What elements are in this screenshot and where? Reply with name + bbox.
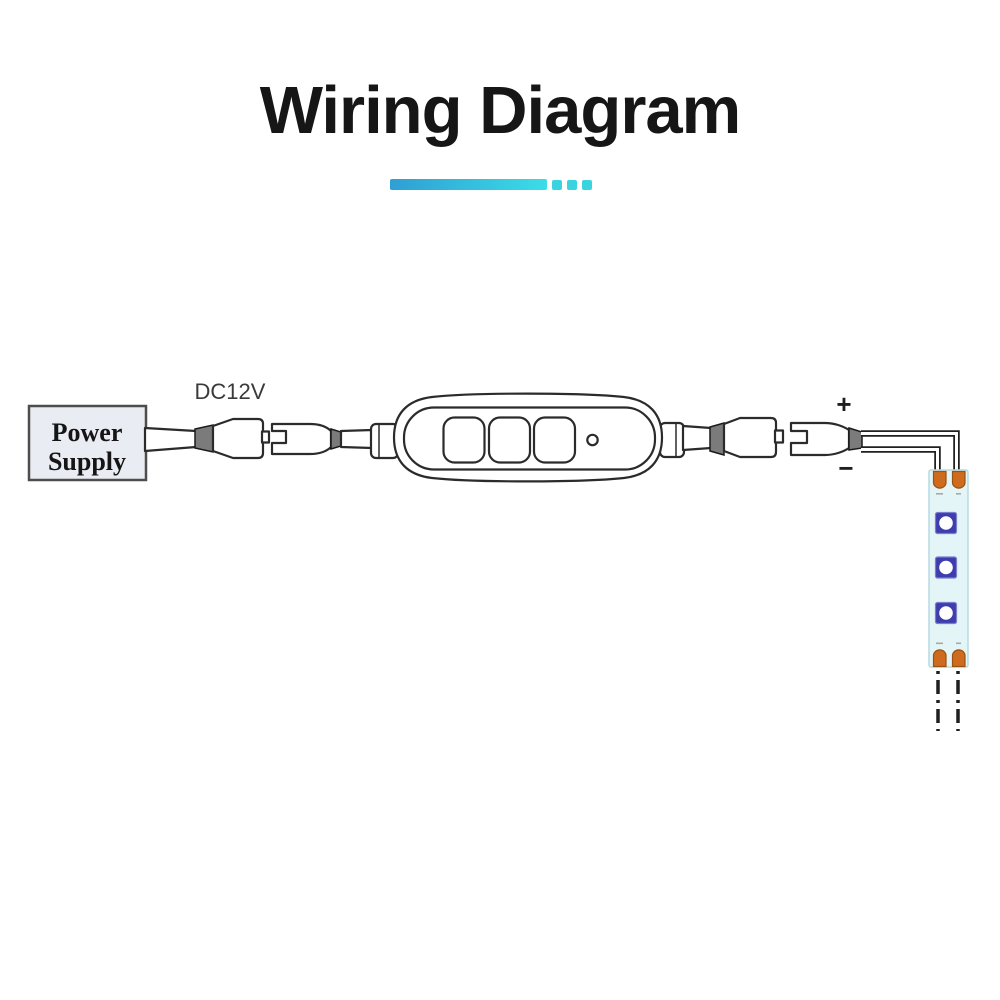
controller-led-indicator bbox=[586, 433, 599, 447]
led-chip-lens bbox=[939, 606, 953, 620]
led-chip bbox=[934, 556, 958, 579]
led-chip-lens bbox=[939, 560, 953, 575]
negative-wire bbox=[861, 446, 941, 476]
title-underline bbox=[390, 179, 592, 190]
underline-square bbox=[567, 179, 577, 190]
strain-relief-icon bbox=[848, 426, 863, 451]
dc-plug-pin-right bbox=[773, 429, 785, 444]
power-supply-label-line2: Supply bbox=[48, 447, 126, 476]
solder-pad-bottom-left bbox=[932, 649, 947, 668]
pad-marking bbox=[956, 642, 961, 645]
dc-plug-pin-left bbox=[260, 430, 271, 444]
strain-relief-icon bbox=[709, 422, 725, 456]
solder-pad-top-right bbox=[951, 470, 966, 489]
pad-marking bbox=[936, 493, 943, 495]
dc-plug-male-right bbox=[722, 416, 778, 459]
page-title: Wiring Diagram bbox=[259, 73, 742, 148]
pad-marking bbox=[936, 642, 943, 645]
plus-label: + bbox=[836, 389, 851, 419]
controller-cable-left bbox=[339, 428, 374, 450]
dc12v-label: DC12V bbox=[195, 379, 266, 404]
controller-stub-right bbox=[658, 421, 686, 459]
controller-button-2 bbox=[487, 416, 532, 464]
led-chip bbox=[934, 601, 958, 625]
solder-pad-bottom-right bbox=[951, 649, 966, 668]
minus-label: − bbox=[838, 453, 853, 483]
pad-marking bbox=[956, 493, 961, 495]
led-chip bbox=[934, 511, 958, 535]
underline-bar bbox=[390, 179, 547, 190]
strain-relief-icon bbox=[194, 424, 214, 453]
dc-jack-female-left bbox=[270, 422, 333, 456]
positive-wire bbox=[861, 430, 960, 476]
strain-relief-icon bbox=[330, 427, 342, 451]
solder-pad-top-left bbox=[932, 470, 947, 489]
controller-button-1 bbox=[442, 416, 486, 464]
power-cable-left bbox=[143, 426, 198, 453]
dc-plug-male-left bbox=[211, 417, 265, 460]
led-chip-lens bbox=[939, 516, 953, 530]
dc-jack-female-right bbox=[789, 421, 851, 457]
underline-square bbox=[582, 179, 592, 190]
power-supply-box bbox=[27, 404, 148, 482]
underline-square bbox=[552, 179, 562, 190]
controller-button-3 bbox=[532, 416, 577, 464]
power-supply-label-line1: Power bbox=[52, 418, 123, 447]
controller-cable-right bbox=[681, 424, 713, 452]
